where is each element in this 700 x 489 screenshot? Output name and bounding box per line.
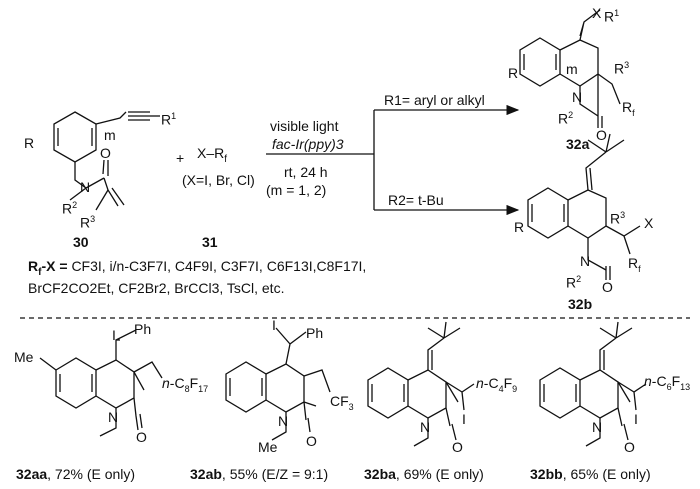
atom-r-30: R xyxy=(24,135,35,151)
atom-ph-32aa: Ph xyxy=(134,321,152,337)
condition-time: rt, 24 h xyxy=(284,164,328,180)
example-32ab-ring xyxy=(225,361,267,413)
rfx-scope-line2: BrCF2CO2Et, CF2Br2, BrCCl3, TsCl, etc. xyxy=(28,280,285,296)
atom-me-32ab: Me xyxy=(258,439,278,455)
atom-ph-32ab: Ph xyxy=(306,325,324,341)
example-32ba-ring xyxy=(367,367,409,419)
compound-label-30: 30 xyxy=(73,234,89,250)
atom-o-32a: O xyxy=(596,127,607,143)
atom-o-32b: O xyxy=(602,279,613,295)
atom-n-32aa: N xyxy=(108,409,119,425)
atom-r2-32a: R2 xyxy=(558,110,574,127)
condition-m: (m = 1, 2) xyxy=(266,182,327,198)
atom-i-32ba: I xyxy=(462,411,466,427)
caption-32ab: 32ab, 55% (E/Z = 9:1) xyxy=(190,466,329,482)
atom-n-32b: N xyxy=(580,253,591,269)
atom-r-32a: R xyxy=(508,65,519,81)
caption-32bb: 32bb, 65% (E only) xyxy=(530,466,651,482)
atom-nc8f17-32aa: n-C8F17 xyxy=(162,375,209,394)
atom-r2-32b: R2 xyxy=(566,274,582,291)
atom-o-32ab: O xyxy=(306,433,317,449)
atom-n-32ab: N xyxy=(278,413,289,429)
reactant-30-benzene-ring xyxy=(53,111,97,163)
atom-o-32ba: O xyxy=(452,439,463,455)
atom-x-32a: X xyxy=(592,5,602,21)
example-32bb-ring xyxy=(539,367,581,419)
product-32b-benzene xyxy=(527,187,569,239)
branch-lower-label: R2= t-Bu xyxy=(388,192,444,208)
reagent-scope: (X=I, Br, Cl) xyxy=(182,172,255,188)
atom-i-32bb: I xyxy=(634,411,638,427)
reactant-30-alkyne xyxy=(95,111,150,125)
atom-i-32ab: I xyxy=(272,317,276,333)
atom-r1-30: R1 xyxy=(161,111,177,128)
branch-upper-label: R1= aryl or alkyl xyxy=(384,92,485,108)
atom-i-32aa: I xyxy=(112,327,116,343)
atom-o-30: O xyxy=(100,145,111,161)
atom-o-32aa: O xyxy=(136,429,147,445)
compound-label-31: 31 xyxy=(202,234,218,250)
plus-sign: + xyxy=(176,150,185,166)
product-32a-benzene xyxy=(519,37,561,87)
atom-r3-32b: R3 xyxy=(610,210,626,227)
caption-32aa: 32aa, 72% (E only) xyxy=(16,466,136,482)
atom-rf-32b: Rf xyxy=(628,255,641,274)
reactant-30-amide xyxy=(69,159,125,207)
atom-o-32bb: O xyxy=(624,439,635,455)
example-32aa-ring xyxy=(55,357,97,409)
atom-rf-32a: Rf xyxy=(622,99,635,118)
atom-me-32aa: Me xyxy=(14,349,34,365)
caption-32ba: 32ba, 69% (E only) xyxy=(364,466,484,482)
atom-x-32b: X xyxy=(644,215,654,231)
condition-light: visible light xyxy=(270,118,339,134)
rfx-scope-line1: Rf-X = CF3I, i/n-C3F7I, C4F9I, C3F7I, C6… xyxy=(28,258,367,278)
reagent-formula: X–Rf xyxy=(197,145,228,165)
atom-m-32a: m xyxy=(566,61,578,77)
atom-r-32b: R xyxy=(514,219,525,235)
atom-r3-30: R3 xyxy=(80,214,96,231)
atom-nc4f9-32ba: n-C4F9 xyxy=(476,375,518,394)
atom-n-30: N xyxy=(80,179,91,195)
compound-label-32b: 32b xyxy=(568,296,593,312)
atom-r3-32a: R3 xyxy=(614,60,630,77)
atom-r2-30: R2 xyxy=(62,200,78,217)
atom-r1-32a: R1 xyxy=(604,8,620,25)
atom-n-32a: N xyxy=(572,89,583,105)
atom-n-32ba: N xyxy=(420,419,431,435)
atom-n-32bb: N xyxy=(592,419,603,435)
condition-catalyst: fac-Ir(ppy)3 xyxy=(272,136,344,152)
compound-label-32a: 32a xyxy=(566,136,590,152)
atom-cf3-32ab: CF3 xyxy=(330,393,354,412)
atom-nc6f13-32bb: n-C6F13 xyxy=(644,373,691,392)
atom-m-30: m xyxy=(104,127,116,143)
